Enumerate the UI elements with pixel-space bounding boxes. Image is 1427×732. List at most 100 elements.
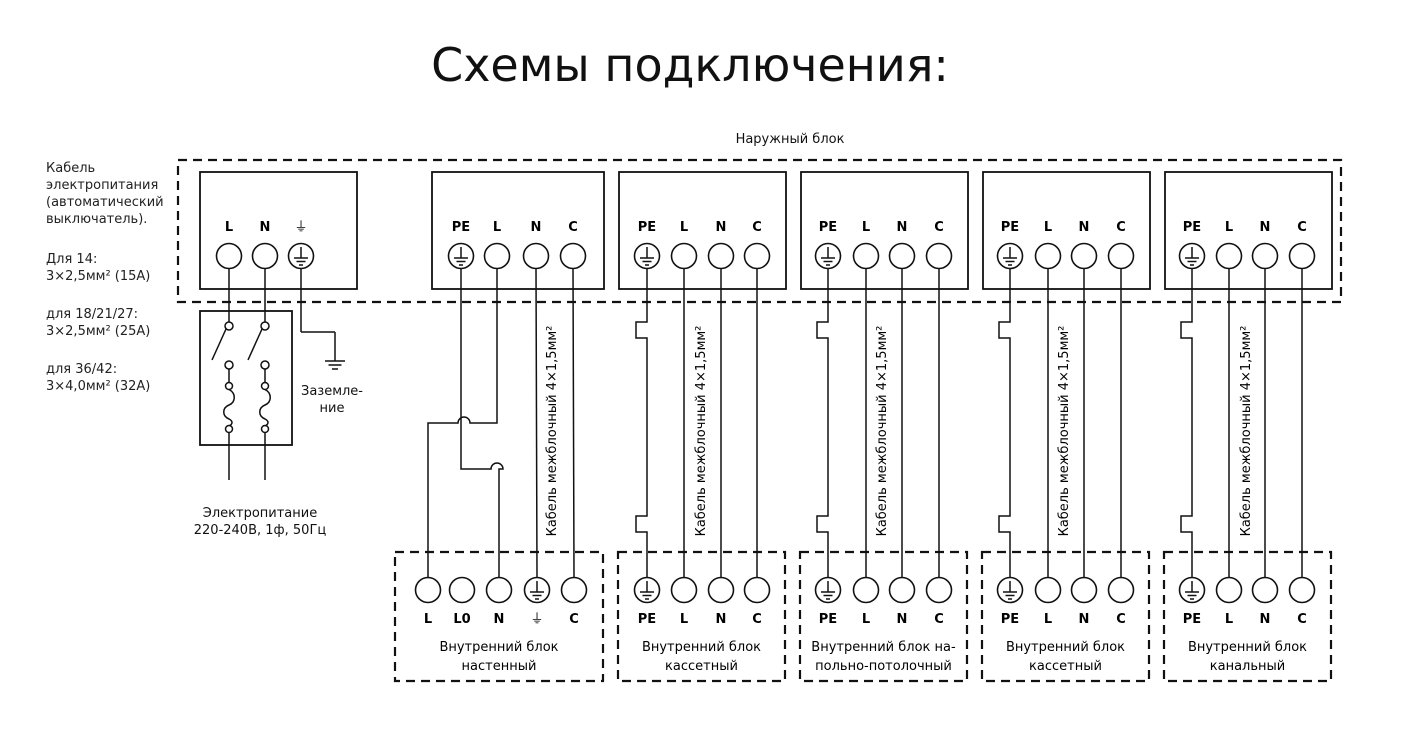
outdoor-terminal-label: N: [716, 220, 727, 235]
power-supply-label: Электропитание 220-240В, 1ф, 50Гц: [160, 505, 360, 539]
supply-terminal-n: [251, 242, 279, 270]
outdoor-terminal-blocks: [431, 171, 1333, 290]
terminal: [1215, 576, 1243, 604]
interconnect-cable-label: Кабель межблочный 4×1,5мм²: [545, 326, 560, 537]
ground-icon: [454, 247, 468, 266]
indoor-terminal-label: C: [1116, 612, 1126, 627]
ground-icon: [1003, 247, 1017, 266]
outdoor-block-label: Наружный блок: [735, 132, 845, 147]
indoor-unit-outline: [980, 550, 1151, 683]
pe-wire: [635, 268, 648, 578]
pe-wire: [1180, 268, 1193, 578]
indoor-unit-name: настенный: [462, 659, 537, 674]
indoor-terminal-label: PE: [819, 612, 837, 627]
cable-label-background: [1059, 320, 1077, 542]
indoor-terminal-label: C: [752, 612, 762, 627]
fuse-icon: [223, 381, 271, 434]
terminal: [888, 576, 916, 604]
power-cable-note: Кабель электропитания (автоматический вы…: [46, 160, 164, 228]
indoor-terminal-label: PE: [1183, 612, 1201, 627]
spec-value: 3×2,5мм² (15А): [46, 269, 151, 284]
supply-terminal-l: [215, 242, 243, 270]
pe-wire: [816, 268, 829, 578]
terminal: [852, 576, 880, 604]
terminal: [707, 242, 735, 270]
terminal: [925, 242, 953, 270]
spec-value: 3×2,5мм² (25А): [46, 324, 151, 339]
outdoor-terminal-label: C: [1116, 220, 1126, 235]
indoor-unit-name: Внутренний блок: [1006, 640, 1125, 655]
ground-icon: [1185, 247, 1199, 266]
outdoor-terminal-label: L: [493, 220, 501, 235]
page-title: Схемы подключения:: [431, 38, 949, 92]
outdoor-block-outline: [176, 158, 1343, 304]
indoor-terminal-label: N: [897, 612, 908, 627]
terminal: [1070, 576, 1098, 604]
outdoor-terminal-label: PE: [638, 220, 656, 235]
indoor-unit-name: Внутренний блок: [1188, 640, 1307, 655]
indoor-terminal-label: L: [1044, 612, 1052, 627]
indoor-unit-name: канальный: [1210, 659, 1285, 674]
indoor-terminal-label: L: [862, 612, 870, 627]
pe-wire: [998, 268, 1011, 578]
cable-label-background: [547, 320, 565, 542]
indoor-terminal-label: C: [934, 612, 944, 627]
wire: [460, 268, 504, 578]
outdoor-terminal-label: N: [1079, 220, 1090, 235]
indoor-terminal-label: N: [494, 612, 505, 627]
outdoor-terminal-label: PE: [1001, 220, 1019, 235]
indoor-unit-name: Внутренний блок: [439, 640, 558, 655]
spec-model: для 18/21/27:: [46, 307, 139, 322]
power-label-line: Электропитание: [202, 506, 318, 521]
terminal: [670, 242, 698, 270]
indoor-terminal-label: C: [569, 612, 579, 627]
terminal: [1288, 576, 1316, 604]
outdoor-terminal-label: N: [897, 220, 908, 235]
indoor-units: [393, 550, 1333, 683]
outdoor-terminal-block: [1164, 171, 1333, 290]
outdoor-terminal-label: L: [680, 220, 688, 235]
indoor-unit-name: Внутренний блок на-: [811, 640, 956, 655]
circuit-breaker-box: [199, 310, 293, 446]
ground-icon: [640, 581, 654, 600]
terminal: [1251, 242, 1279, 270]
wire: [535, 268, 538, 578]
ground-icon: [294, 247, 308, 266]
indoor-terminal-label: L: [1225, 612, 1233, 627]
ground-icon: [1003, 581, 1017, 600]
terminal: [743, 576, 771, 604]
terminal: [522, 242, 550, 270]
ground-icon: [1185, 581, 1199, 600]
outdoor-terminal-label: PE: [452, 220, 470, 235]
ground-label: Заземле- ние: [292, 383, 372, 417]
spec-14: Для 14: 3×2,5мм² (15А): [46, 251, 150, 285]
supply-terminal-block: [199, 171, 358, 290]
terminal: [888, 242, 916, 270]
spec-36: для 36/42: 3×4,0мм² (32А): [46, 361, 150, 395]
terminal: [1251, 576, 1279, 604]
terminal: [483, 242, 511, 270]
interconnect-cable-label: Кабель межблочный 4×1,5мм²: [694, 326, 709, 537]
indoor-terminal-label: PE: [1001, 612, 1019, 627]
terminal: [414, 576, 442, 604]
cable-label-background: [696, 320, 714, 542]
indoor-terminal-label: ⏚: [530, 612, 543, 627]
outdoor-terminal-label: N: [1260, 220, 1271, 235]
indoor-terminal-label: N: [1079, 612, 1090, 627]
indoor-unit-name: польно-потолочный: [815, 659, 952, 674]
outdoor-terminal-block: [431, 171, 605, 290]
terminal: [925, 576, 953, 604]
terminal: [485, 576, 513, 604]
outdoor-terminal-label: C: [752, 220, 762, 235]
interconnect-wires: [427, 268, 1303, 578]
spec-model: Для 14:: [46, 252, 98, 267]
indoor-terminal-label: L0: [453, 612, 470, 627]
outdoor-terminal-label: C: [934, 220, 944, 235]
terminal: [1070, 242, 1098, 270]
supply-terminal-label: N: [260, 220, 271, 235]
power-label-line: 220-240В, 1ф, 50Гц: [193, 523, 327, 538]
terminal: [1215, 242, 1243, 270]
outdoor-terminal-block: [982, 171, 1151, 290]
